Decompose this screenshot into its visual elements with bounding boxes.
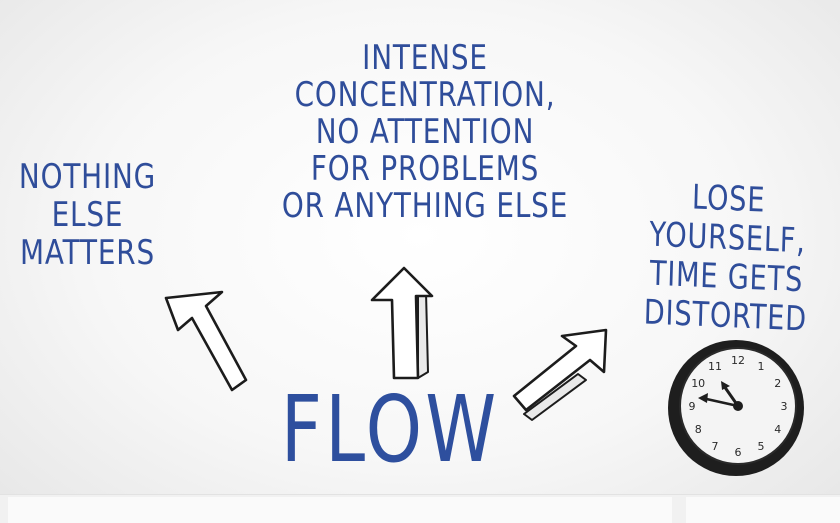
clock-number-12: 12 xyxy=(731,354,745,367)
arrow-left-icon xyxy=(164,290,248,392)
clock-number-9: 9 xyxy=(689,400,696,413)
nothing-else-matters-label: NOTHING ELSE MATTERS xyxy=(18,157,157,273)
clock-number-10: 10 xyxy=(691,377,705,390)
clock-number-5: 5 xyxy=(758,440,765,453)
bottom-panel-right xyxy=(686,497,840,523)
bottom-strip xyxy=(0,494,840,523)
clock-number-6: 6 xyxy=(735,446,742,459)
clock-number-1: 1 xyxy=(758,360,765,373)
flow-title: FLOW xyxy=(280,376,500,483)
clock-number-4: 4 xyxy=(774,423,781,436)
bottom-panel-left xyxy=(8,497,672,523)
clock-number-8: 8 xyxy=(695,423,702,436)
clock-number-3: 3 xyxy=(781,400,788,413)
clock-number-7: 7 xyxy=(712,440,719,453)
clock-number-2: 2 xyxy=(774,377,781,390)
clock-number-11: 11 xyxy=(708,360,722,373)
intense-concentration-label: INTENSE CONCENTRATION, NO ATTENTION FOR … xyxy=(281,38,569,226)
arrow-right-icon xyxy=(512,328,608,421)
arrow-up-icon xyxy=(370,266,434,380)
